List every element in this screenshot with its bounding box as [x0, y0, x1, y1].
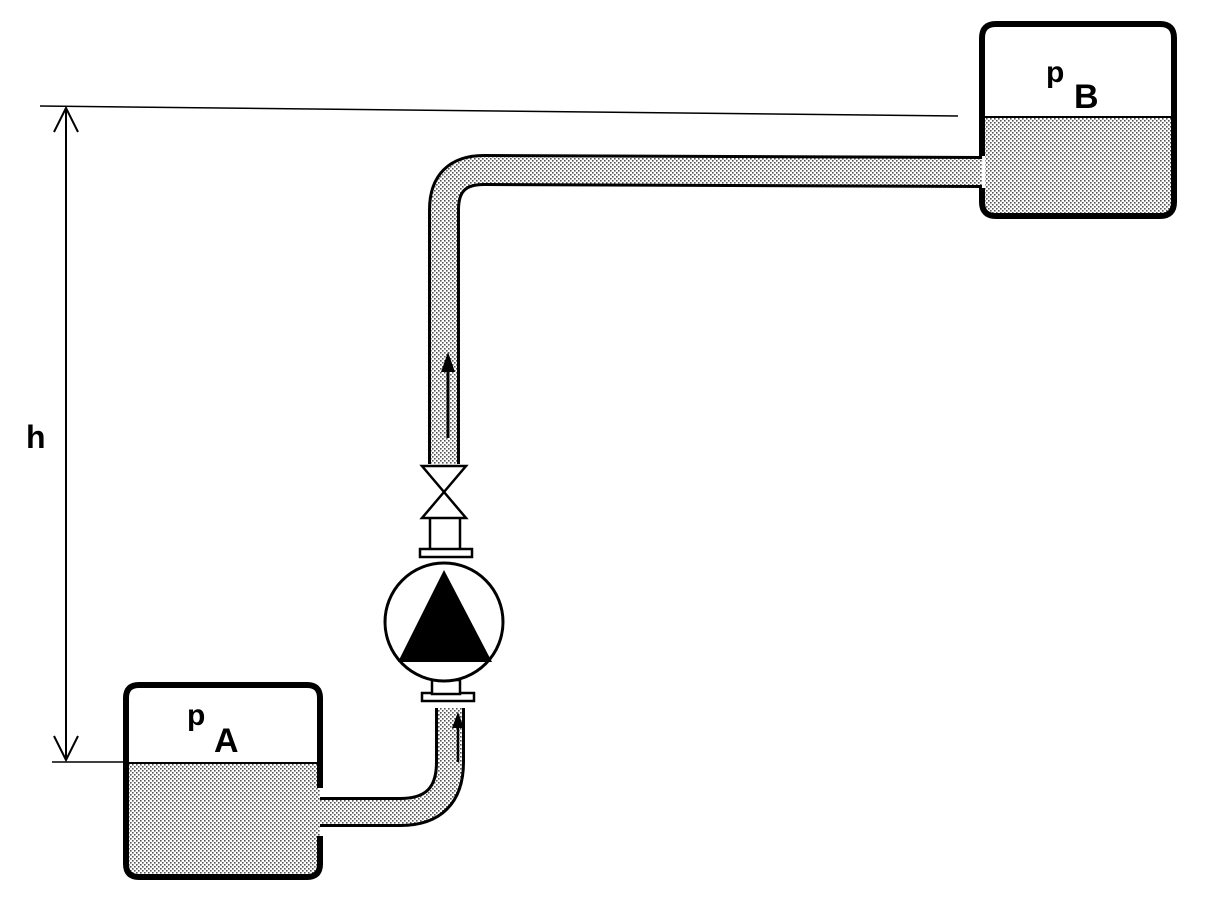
- tank-a-pressure-subscript: A: [214, 722, 239, 760]
- tank-a-outline: [123, 682, 323, 880]
- pump-inlet-flange: [420, 678, 476, 703]
- tank-b-pressure-subscript: B: [1074, 78, 1099, 116]
- tank-b: [979, 21, 1177, 219]
- pump-impeller-triangle: [398, 570, 492, 662]
- tank-b-pressure-symbol: p: [1046, 56, 1064, 89]
- discharge-pipe: [428, 153, 983, 464]
- height-dimension-arrow: [53, 105, 79, 763]
- height-label: h: [26, 419, 46, 455]
- valve: [419, 464, 469, 520]
- tank-b-outline: [979, 21, 1177, 219]
- flow-arrow-suction: [452, 712, 464, 762]
- pump: [383, 561, 505, 683]
- tank-a-fluid: [127, 763, 320, 877]
- tank-a: [123, 682, 323, 880]
- reference-line-upper: [39, 105, 959, 117]
- tank-a-pressure-symbol: p: [187, 699, 205, 732]
- tank-b-fluid: [985, 118, 1173, 214]
- suction-pipe: [320, 708, 465, 827]
- pump-outlet-stub: [418, 514, 474, 559]
- flow-arrow-discharge: [441, 352, 455, 438]
